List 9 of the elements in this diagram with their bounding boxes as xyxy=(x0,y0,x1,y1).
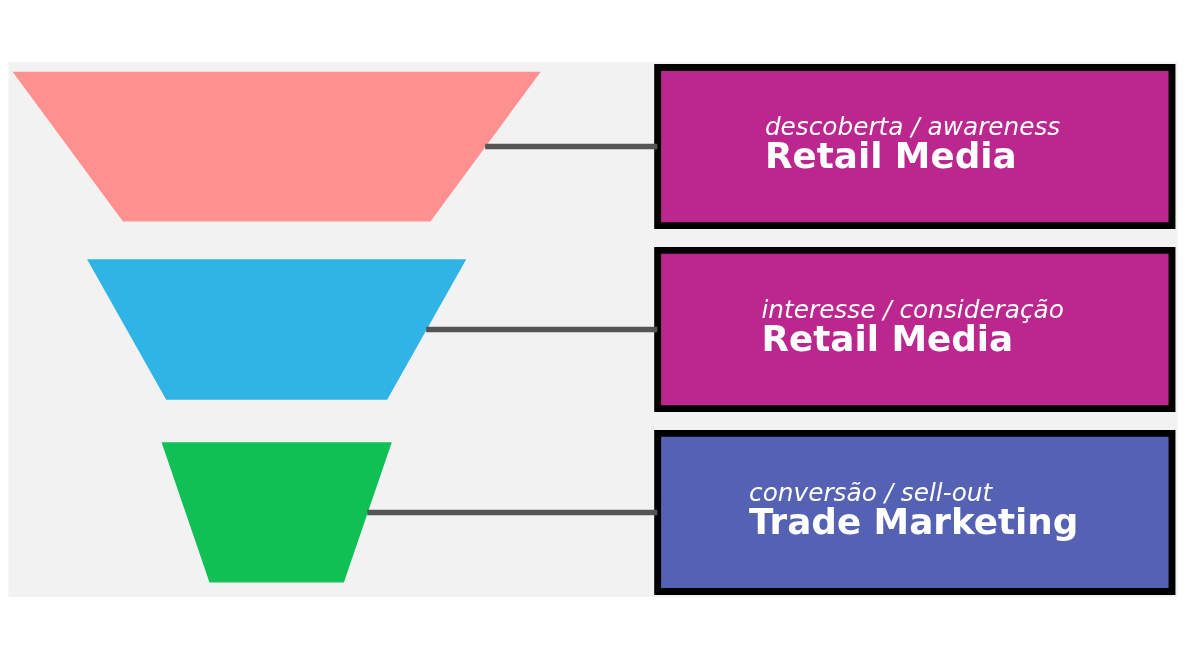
connector xyxy=(426,326,658,332)
connector xyxy=(485,143,658,149)
node-trapezoid xyxy=(161,441,392,583)
connector xyxy=(367,509,658,515)
node-trapezoid xyxy=(12,71,541,222)
node-trapezoid xyxy=(87,258,467,400)
node-box: interesse / consideração Retail Media xyxy=(654,246,1176,412)
node-box: conversão / sell-out Trade Marketing xyxy=(654,429,1176,595)
node-box: descoberta / awareness Retail Media xyxy=(654,63,1176,229)
